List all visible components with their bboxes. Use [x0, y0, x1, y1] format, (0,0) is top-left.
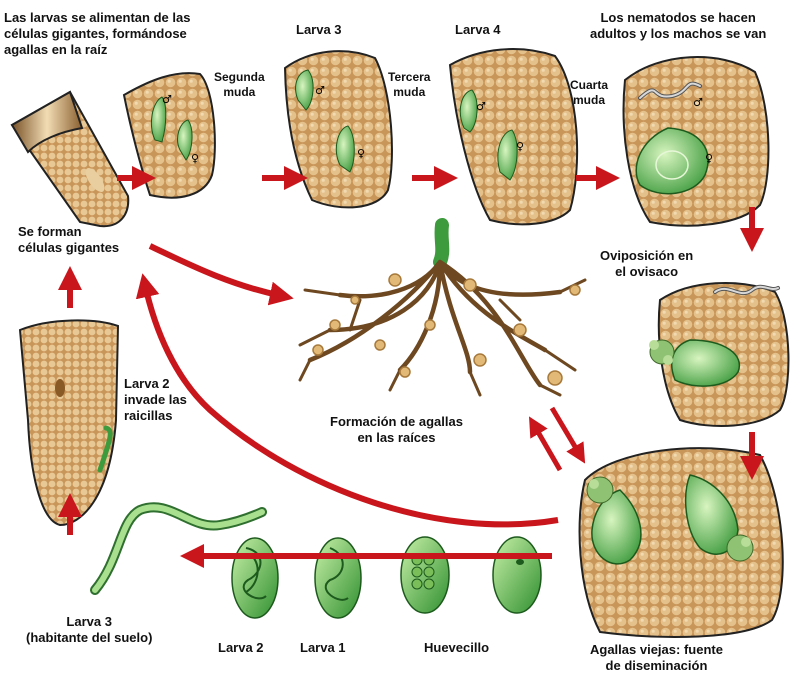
- arrow-giant-cells-to-root-system: [150, 246, 282, 296]
- label-old-galls: Agallas viejas: fuente de diseminación: [590, 642, 723, 674]
- egg: [493, 537, 541, 613]
- label-larva2: Larva 2: [218, 640, 264, 656]
- root-tip-larva-entering: [20, 320, 118, 525]
- gall-stage-oviposition: [649, 283, 788, 426]
- female-symbol: ♀: [516, 140, 524, 153]
- label-larva4: Larva 4: [455, 22, 501, 38]
- label-egg: Huevecillo: [424, 640, 489, 656]
- female-symbol: ♀: [191, 152, 199, 165]
- male-symbol: ♂: [476, 100, 486, 113]
- female-symbol: ♀: [357, 147, 365, 160]
- label-second-molt: Segunda muda: [214, 70, 265, 99]
- egg-larva-2: [232, 538, 278, 618]
- label-fourth-molt: Cuarta muda: [570, 78, 608, 107]
- label-larva3-soil: Larva 3 (habitante del suelo): [26, 614, 152, 646]
- egg-cleavage: [401, 537, 449, 613]
- male-symbol: ♂: [693, 96, 703, 109]
- arrow-old-galls-to-roots: [534, 425, 560, 470]
- gall-stage-adults: ♂ ♀: [624, 57, 769, 226]
- root-system-with-galls: [300, 225, 585, 395]
- male-symbol: ♂: [162, 93, 172, 106]
- gall-old-dissemination: [580, 448, 783, 637]
- label-giant-cells: Se forman células gigantes: [18, 224, 119, 256]
- gall-stage-3: ♂ ♀: [450, 49, 577, 224]
- gall-stage-2: ♂ ♀: [285, 51, 392, 207]
- egg-larva-1: [315, 538, 361, 618]
- label-oviposition: Oviposición en el ovisaco: [600, 248, 693, 280]
- label-third-molt: Tercera muda: [388, 70, 430, 99]
- label-adults: Los nematodos se hacen adultos y los mac…: [590, 10, 766, 42]
- label-larva3-top: Larva 3: [296, 22, 342, 38]
- label-feeding: Las larvas se alimentan de las células g…: [4, 10, 190, 58]
- arrow-roots-to-old-galls: [552, 408, 580, 455]
- male-symbol: ♂: [315, 84, 325, 97]
- label-galls-formation: Formación de agallas en las raíces: [330, 414, 463, 446]
- label-larva1: Larva 1: [300, 640, 346, 656]
- female-symbol: ♀: [705, 152, 713, 165]
- label-larva2-invades: Larva 2 invade las raicillas: [124, 376, 187, 424]
- root-tip-giant-cells: [12, 92, 128, 226]
